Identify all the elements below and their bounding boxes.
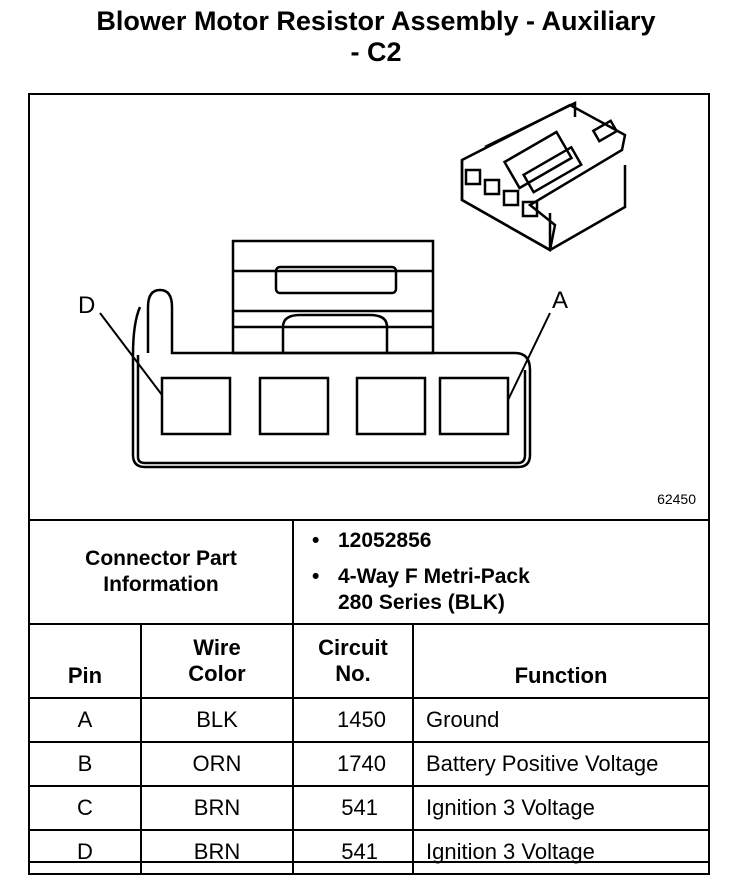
cell-wire-color: BRN — [140, 829, 294, 875]
cell-pin: B — [28, 741, 142, 787]
diagram-frame: D A 62450 Connector Part Information •12… — [28, 93, 710, 875]
cell-wire-color: BLK — [140, 697, 294, 743]
cell-circuit: 541 — [292, 829, 414, 875]
table-row: D BRN 541 Ignition 3 Voltage — [28, 829, 710, 875]
pin-label-d: D — [78, 292, 95, 319]
pinout-table: Connector Part Information •12052856 •4-… — [28, 519, 710, 875]
cavity-d — [160, 376, 232, 436]
pin-label-a: A — [552, 287, 568, 314]
part-number: •12052856 — [312, 529, 432, 552]
cell-circuit: 541 — [292, 785, 414, 831]
cell-circuit: 1450 — [292, 697, 414, 743]
cell-pin: C — [28, 785, 142, 831]
connector-info-label: Connector Part Information — [28, 519, 294, 625]
connector-series: 280 Series (BLK) — [338, 591, 505, 614]
page-title: Blower Motor Resistor Assembly - Auxilia… — [0, 6, 752, 68]
cell-wire-color: ORN — [140, 741, 294, 787]
table-row: C BRN 541 Ignition 3 Voltage — [28, 785, 710, 831]
title-line-1: Blower Motor Resistor Assembly - Auxilia… — [96, 6, 656, 36]
connector-isometric-icon — [460, 100, 627, 252]
cavity-c — [258, 376, 330, 436]
cavity-b — [355, 376, 427, 436]
cell-pin: D — [28, 829, 142, 875]
connector-drawing: D A — [78, 100, 627, 469]
cell-function: Ground — [412, 697, 710, 743]
header-pin: Pin — [28, 623, 142, 699]
cell-pin: A — [28, 697, 142, 743]
cell-function: Ignition 3 Voltage — [412, 785, 710, 831]
connector-info-row: Connector Part Information •12052856 •4-… — [28, 519, 710, 625]
cell-circuit: 1740 — [292, 741, 414, 787]
connector-info-values: •12052856 •4-Way F Metri-Pack 280 Series… — [292, 519, 710, 625]
table-row: B ORN 1740 Battery Positive Voltage — [28, 741, 710, 787]
figure-number: 62450 — [657, 491, 696, 507]
cell-function: Battery Positive Voltage — [412, 741, 710, 787]
connector-type: •4-Way F Metri-Pack — [312, 565, 530, 588]
cell-wire-color: BRN — [140, 785, 294, 831]
table-row: A BLK 1450 Ground — [28, 697, 710, 743]
cavity-a — [438, 376, 510, 436]
connector-front-view — [99, 239, 551, 469]
header-function: Function — [412, 623, 710, 699]
title-line-2: - C2 — [350, 37, 402, 67]
cell-function: Ignition 3 Voltage — [412, 829, 710, 875]
